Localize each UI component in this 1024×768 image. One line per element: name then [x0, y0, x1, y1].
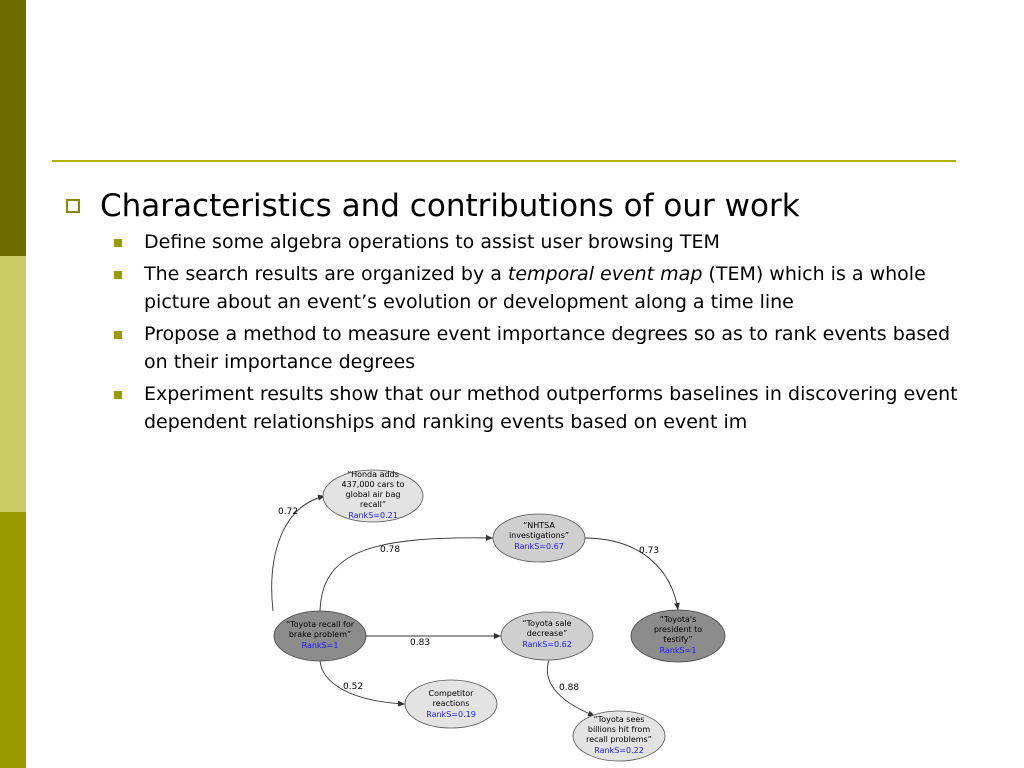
edge-weight-nhtsa-president: 0.73 — [639, 546, 659, 556]
sidebar-top-block — [0, 0, 26, 256]
title-divider — [52, 160, 956, 162]
node-rank-score: RankS=0.67 — [514, 542, 564, 551]
sub-bullet-list: Define some algebra operations to assist… — [62, 228, 962, 436]
node-rank-score: RankS=0.21 — [348, 511, 398, 520]
main-bullet: Characteristics and contributions of our… — [62, 186, 962, 226]
event-node-president: “Toyota's president to testify” RankS=1 — [630, 609, 726, 663]
slide-content: Characteristics and contributions of our… — [62, 186, 962, 440]
sub-bullet-italic-term: temporal event map — [507, 263, 703, 285]
node-label-line: brake problem” — [289, 630, 351, 639]
node-label-line: “Toyota recall for — [286, 620, 355, 629]
edge-weight-sale-billions: 0.88 — [559, 683, 579, 693]
edge-recall-to-nhtsa — [319, 534, 494, 612]
sidebar-bottom-block — [0, 512, 26, 768]
square-bullet-icon — [114, 391, 122, 399]
node-label-line: “Toyota's — [660, 615, 697, 624]
edge-recall-to-honda — [271, 494, 326, 612]
node-label-line: “Honda adds — [347, 470, 399, 479]
edge-weight-recall-sale: 0.83 — [410, 638, 430, 648]
node-rank-score: RankS=0.19 — [426, 710, 476, 719]
event-node-nhtsa: “NHTSA investigations” RankS=0.67 — [492, 513, 586, 563]
node-label-line: reactions — [433, 699, 470, 708]
node-rank-score: RankS=1 — [660, 646, 697, 655]
node-label-line: testify” — [663, 635, 692, 644]
hollow-square-bullet-icon — [66, 199, 80, 213]
sub-bullet-text-end: (TEM) which is a whole picture about an … — [144, 263, 926, 313]
sub-bullet-text: Define some algebra operations to assist… — [144, 231, 720, 253]
edge-recall-to-competitor — [319, 660, 406, 707]
node-label-line: billions hit from — [588, 725, 650, 734]
node-rank-score: RankS=0.22 — [594, 746, 644, 755]
square-bullet-icon — [114, 331, 122, 339]
square-bullet-icon — [114, 239, 122, 247]
edge-weight-recall-competitor: 0.52 — [343, 682, 363, 692]
sub-bullet-item: The search results are organized by a te… — [62, 260, 962, 316]
node-label-line: decrease” — [527, 629, 568, 638]
node-label-line: “Toyota sees — [594, 715, 645, 724]
node-label-line: global air bag — [346, 490, 401, 499]
node-label-line: recall problems” — [586, 735, 652, 744]
edge-sale-to-billions — [546, 659, 596, 717]
sub-bullet-text: Experiment results show that our method … — [144, 383, 958, 433]
node-label-line: president to — [654, 625, 702, 634]
event-node-billions-hit: “Toyota sees billions hit from recall pr… — [572, 710, 666, 762]
event-node-sale-decrease: “Toyota sale decrease” RankS=0.62 — [500, 611, 594, 661]
node-label-line: recall” — [360, 500, 386, 509]
node-rank-score: RankS=0.62 — [522, 640, 572, 649]
node-label-line: 437,000 cars to — [342, 480, 405, 489]
node-label-line: “NHTSA — [523, 521, 555, 530]
node-label-line: investigations” — [509, 531, 569, 540]
sub-bullet-text: Propose a method to measure event import… — [144, 323, 951, 373]
event-node-competitor: Competitor reactions RankS=0.19 — [404, 679, 498, 729]
edge-weight-recall-honda: 0.72 — [278, 507, 298, 517]
event-node-honda: “Honda adds 437,000 cars to global air b… — [322, 469, 424, 523]
node-label-line: Competitor — [429, 689, 475, 698]
edge-nhtsa-to-president — [583, 537, 680, 611]
event-node-toyota-recall: “Toyota recall for brake problem” RankS=… — [273, 610, 367, 662]
sub-bullet-item: Propose a method to measure event import… — [62, 320, 962, 376]
sidebar-middle-block — [0, 256, 26, 512]
temporal-event-map-diagram: 0.72 0.78 0.83 0.52 0.73 0.88 “Honda add… — [271, 469, 726, 762]
node-rank-score: RankS=1 — [302, 641, 339, 650]
edge-weight-recall-nhtsa: 0.78 — [380, 545, 400, 555]
node-label-line: “Toyota sale — [523, 619, 572, 628]
sub-bullet-item: Define some algebra operations to assist… — [62, 228, 962, 256]
sub-bullet-item: Experiment results show that our method … — [62, 380, 962, 436]
slide-heading: Characteristics and contributions of our… — [100, 188, 800, 224]
square-bullet-icon — [114, 271, 122, 279]
sub-bullet-text-start: The search results are organized by a — [144, 263, 508, 285]
